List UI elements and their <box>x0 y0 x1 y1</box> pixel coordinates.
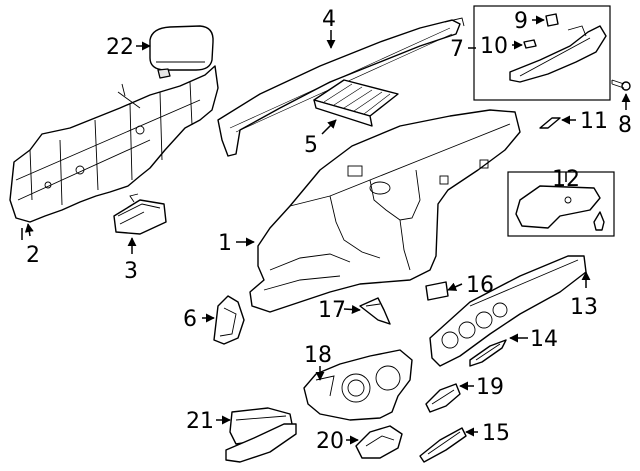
callout-11: 11 <box>580 109 608 134</box>
callout-14: 14 <box>530 327 558 352</box>
callout-16: 16 <box>466 273 494 298</box>
part-22-airbag-module <box>149 25 214 79</box>
detail-box-7-9-10 <box>473 5 611 101</box>
callout-19: 19 <box>476 375 504 400</box>
part-8-bolt <box>611 79 631 91</box>
callout-15: 15 <box>482 421 510 446</box>
callout-10: 10 <box>480 34 508 59</box>
callout-18: 18 <box>304 343 332 368</box>
leader-17 <box>343 305 361 314</box>
callout-4: 4 <box>322 7 336 32</box>
callout-6: 6 <box>183 307 197 332</box>
callout-21: 21 <box>186 409 214 434</box>
part-20-switch-bezel <box>355 425 403 459</box>
part-14-trim-strip <box>469 339 507 367</box>
part-1-instrument-panel <box>249 109 521 313</box>
leader-16 <box>447 282 463 291</box>
callout-5: 5 <box>304 133 318 158</box>
callout-2: 2 <box>26 243 40 268</box>
detail-box-12 <box>507 171 615 237</box>
part-3-bracket <box>113 193 167 235</box>
part-21-glove-box <box>225 407 297 463</box>
callout-20: 20 <box>316 429 344 454</box>
leader-lines <box>21 15 631 445</box>
part-2-cross-car-beam <box>9 65 219 223</box>
part-19-trim-piece <box>425 383 461 413</box>
callout-3: 3 <box>124 259 138 284</box>
part-13-dash-trim-panel <box>429 255 587 367</box>
callout-8: 8 <box>618 113 632 138</box>
callout-9: 9 <box>514 9 528 34</box>
callout-1: 1 <box>218 231 232 256</box>
part-6-end-cap <box>213 295 245 345</box>
part-11-clip <box>539 117 561 129</box>
part-5-speaker-grille <box>313 79 399 127</box>
callout-7: 7 <box>450 37 464 62</box>
callout-labels: 1 2 3 4 5 6 7 8 9 10 11 12 13 14 15 16 1… <box>26 7 632 454</box>
leader-5 <box>321 119 337 135</box>
leader-2 <box>24 223 34 237</box>
callout-22: 22 <box>106 35 134 60</box>
callout-13: 13 <box>570 295 598 320</box>
callout-17: 17 <box>318 298 346 323</box>
part-17-trim-piece <box>359 297 391 325</box>
part-16-small-trim <box>425 281 449 301</box>
part-15-trim-strip <box>419 427 467 463</box>
callout-12: 12 <box>552 167 580 192</box>
